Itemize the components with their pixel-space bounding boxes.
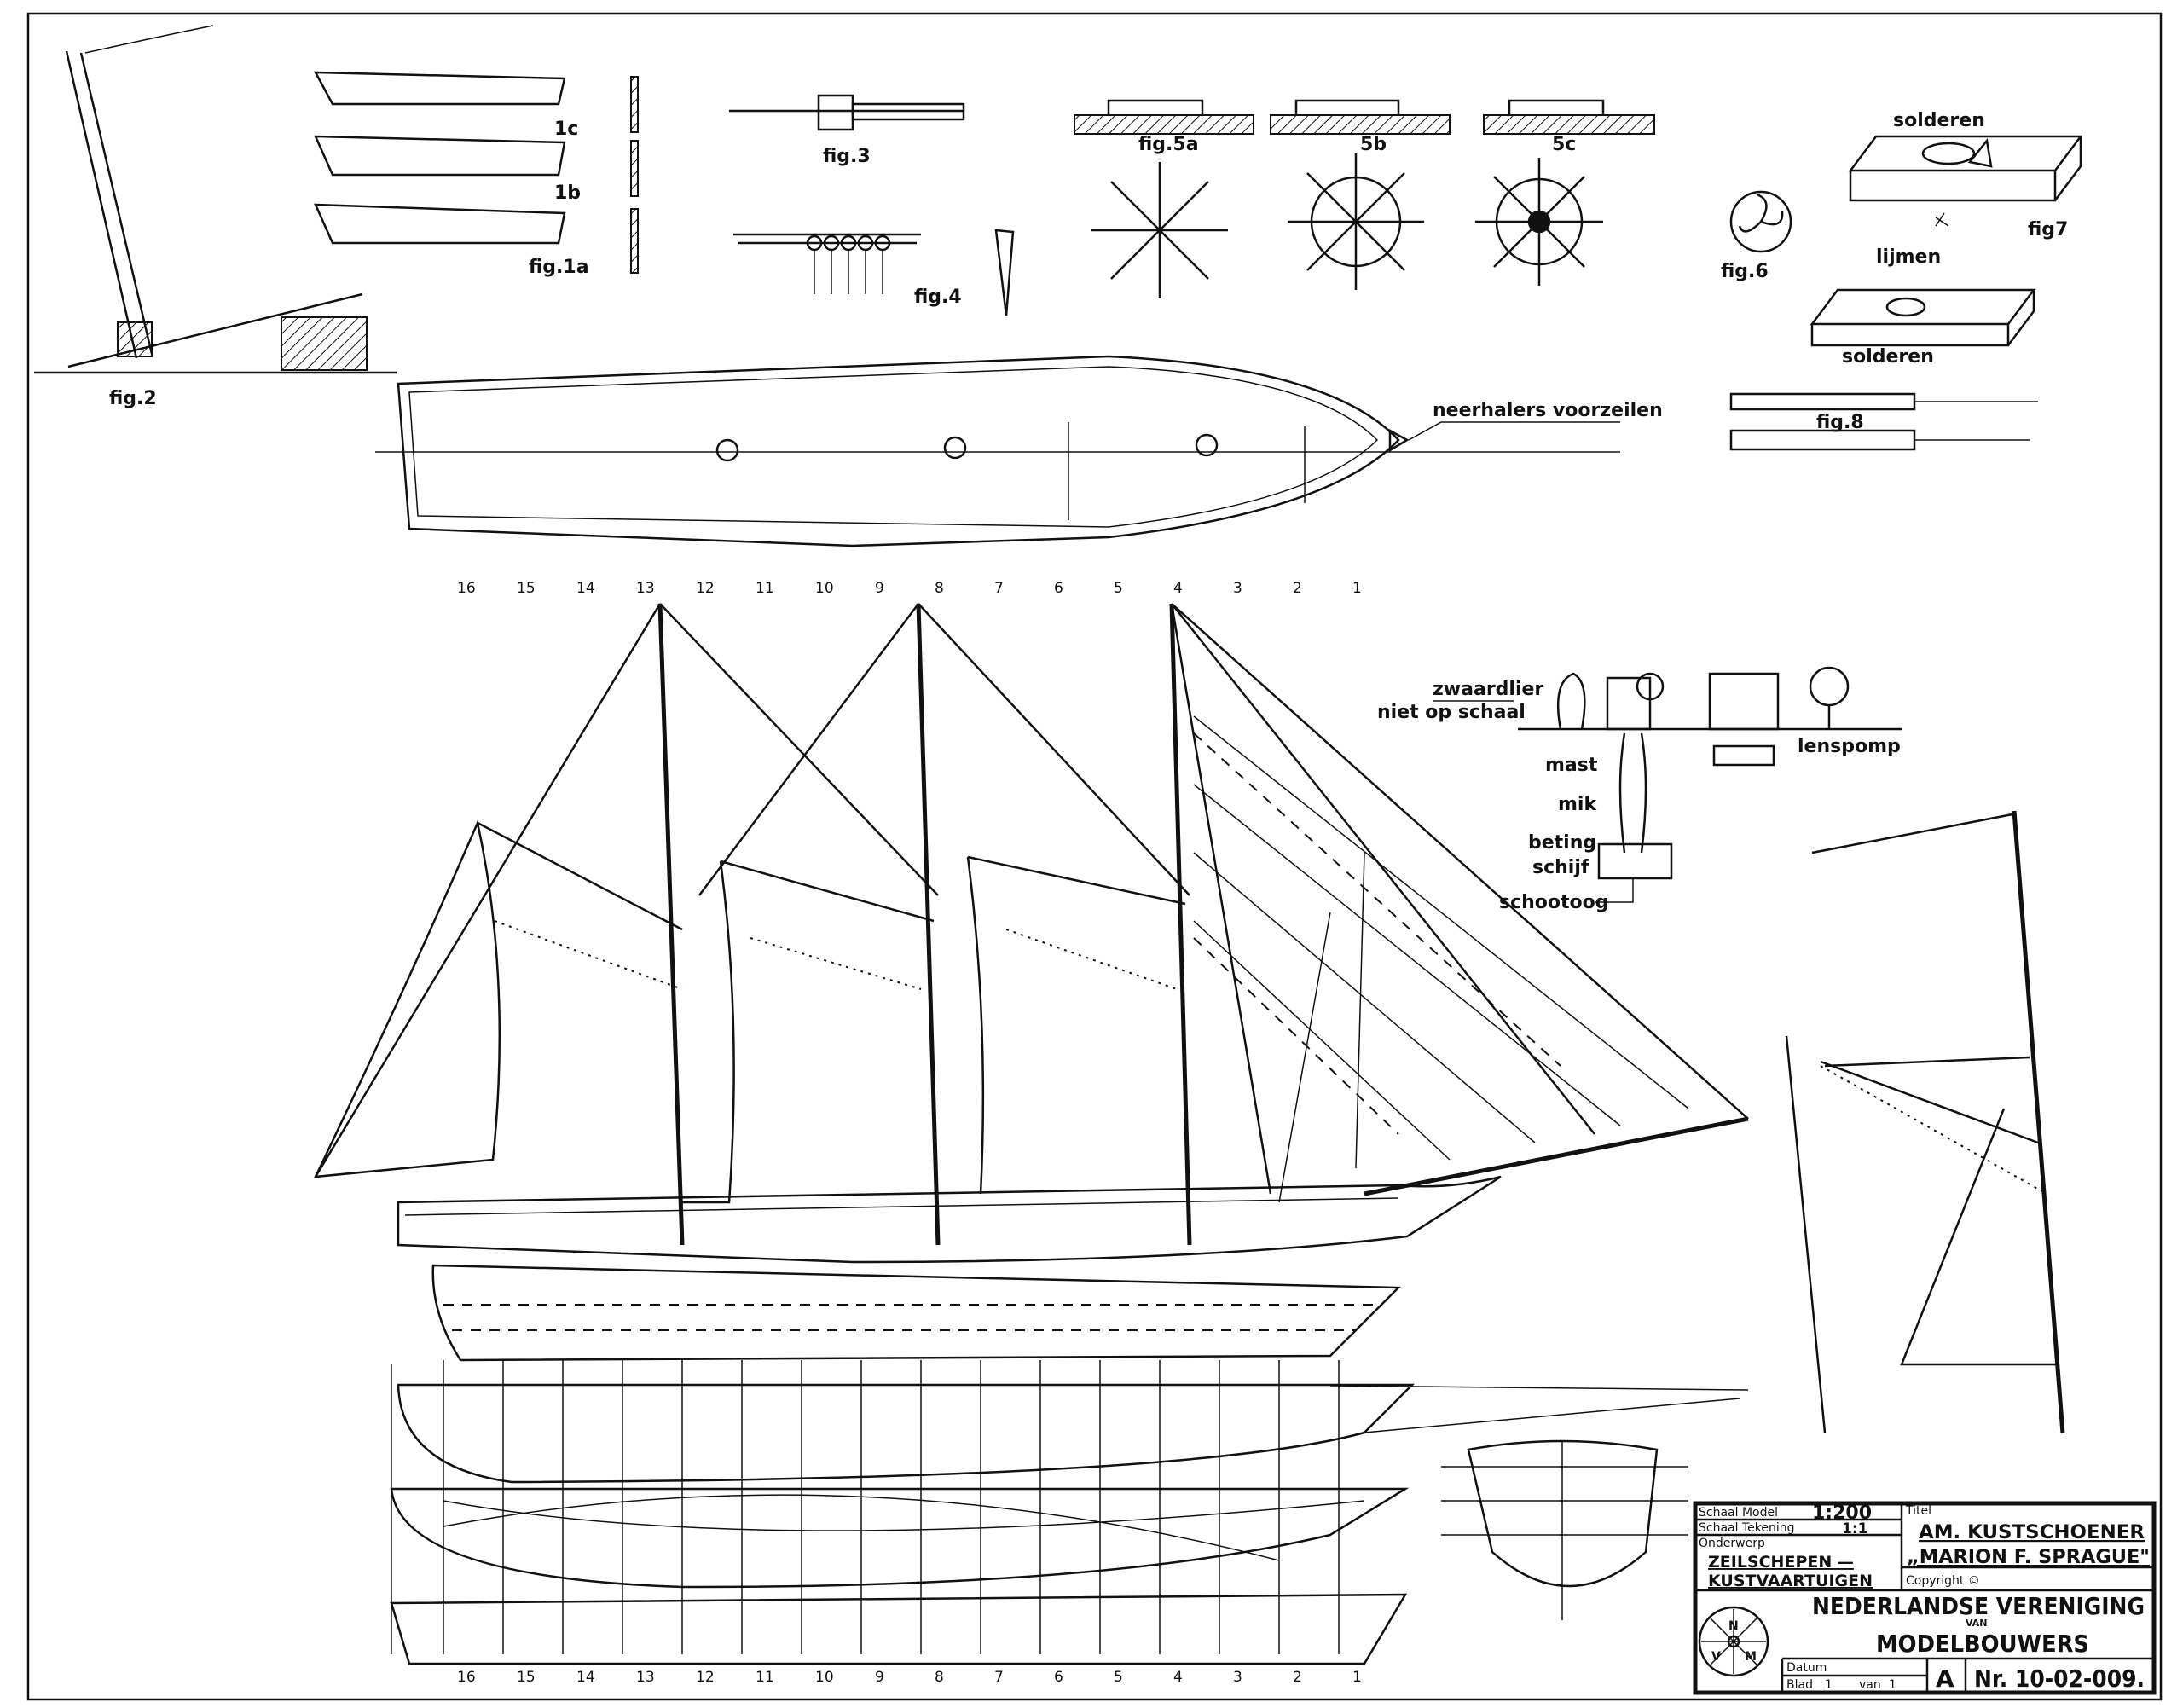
fig1c-label: 1c xyxy=(554,119,578,140)
mast-label: mast xyxy=(1545,755,1598,776)
fig5b-label: 5b xyxy=(1360,134,1387,155)
fig4-label: fig.4 xyxy=(914,287,962,308)
fig6-label: fig.6 xyxy=(1721,261,1769,282)
fig2-label: fig.2 xyxy=(109,388,157,409)
onderwerp-label: Onderwerp xyxy=(1699,1537,1765,1550)
lijmen-label: lijmen xyxy=(1876,246,1941,268)
fig5a-label: fig.5a xyxy=(1138,134,1199,155)
station-label: 14 xyxy=(576,1669,595,1686)
station-label: 15 xyxy=(517,580,536,597)
station-label: 4 xyxy=(1173,1669,1183,1686)
station-marks-bottom: 16 15 14 13 12 11 10 9 8 7 6 5 4 3 2 1 xyxy=(457,1669,1362,1686)
fig5c-label: 5c xyxy=(1552,134,1576,155)
drawing-number: Nr. 10-02-009. xyxy=(1974,1665,2145,1693)
deck-fittings-detail: zwaardlier niet op schaal lenspomp mast … xyxy=(1377,666,1902,913)
blad-label: Blad xyxy=(1786,1678,1813,1692)
onderwerp-line1: ZEILSCHEPEN — xyxy=(1708,1553,1854,1572)
lenspomp-label: lenspomp xyxy=(1798,736,1901,757)
station-label: 7 xyxy=(994,580,1004,597)
station-label: 12 xyxy=(696,580,715,597)
fig8-label: fig.8 xyxy=(1816,412,1864,433)
station-label: 3 xyxy=(1233,580,1242,597)
fig5-details: fig.5a 5b 5c xyxy=(1074,99,1655,298)
fig7-detail: solderen fig7 lijmen solderen xyxy=(1810,110,2083,368)
nvm-logo: N V M xyxy=(1698,1606,1769,1677)
station-label: 8 xyxy=(935,1669,944,1686)
fig1a-label: fig.1a xyxy=(529,257,589,278)
org-name-line1: NEDERLANDSE VERENIGING xyxy=(1812,1592,2145,1620)
station-label: 15 xyxy=(517,1669,536,1686)
schaal-model-value: 1:200 xyxy=(1812,1502,1872,1524)
sheet-border xyxy=(26,12,2163,1701)
station-label: 14 xyxy=(576,580,595,597)
station-label: 2 xyxy=(1293,1669,1302,1686)
titel-line1: AM. KUSTSCHOENER xyxy=(1919,1522,2145,1543)
beting-label: beting xyxy=(1528,832,1596,854)
neerhalers-label: neerhalers voorzeilen xyxy=(1433,400,1663,421)
org-name-line2: MODELBOUWERS xyxy=(1876,1630,2089,1658)
mik-label: mik xyxy=(1558,794,1597,815)
station-label: 3 xyxy=(1233,1669,1242,1686)
fig7-label: fig7 xyxy=(2028,219,2068,240)
station-label: 1 xyxy=(1352,1669,1362,1686)
station-label: 16 xyxy=(457,580,476,597)
solderen-top-label: solderen xyxy=(1893,110,1985,131)
solderen-bottom-label: solderen xyxy=(1842,346,1934,368)
station-label: 7 xyxy=(994,1669,1004,1686)
fig3-label: fig.3 xyxy=(823,146,871,167)
org-name-van: VAN xyxy=(1966,1618,1988,1629)
station-label: 10 xyxy=(815,1669,834,1686)
title-block: Schaal Model 1:200 Schaal Tekening 1:1 O… xyxy=(1693,1501,2157,1695)
sail-plan xyxy=(313,603,1749,1362)
station-label: 11 xyxy=(756,580,774,597)
fig6-detail: fig.6 xyxy=(1721,190,1792,282)
logo-m: M xyxy=(1745,1650,1757,1664)
station-label: 9 xyxy=(875,1669,884,1686)
station-label: 13 xyxy=(636,1669,655,1686)
schaal-tekening-label: Schaal Tekening xyxy=(1699,1521,1795,1535)
fig1-details: 1c 1b fig.1a xyxy=(313,71,639,278)
schaal-model-label: Schaal Model xyxy=(1699,1506,1778,1520)
onderwerp-line2: KUSTVAARTUIGEN xyxy=(1708,1572,1873,1590)
niet-op-schaal-label: niet op schaal xyxy=(1377,702,1526,723)
deck-plan: neerhalers voorzeilen xyxy=(375,355,1663,547)
station-label: 13 xyxy=(636,580,655,597)
fig3-detail: fig.3 xyxy=(729,94,965,167)
station-label: 5 xyxy=(1114,580,1123,597)
station-label: 11 xyxy=(756,1669,774,1686)
station-label: 1 xyxy=(1352,580,1362,597)
titel-label: Titel xyxy=(1905,1504,1931,1518)
station-marks-top: 16 15 14 13 12 11 10 9 8 7 6 5 4 3 2 1 xyxy=(457,580,1362,597)
fig1b-label: 1b xyxy=(554,182,581,204)
station-label: 9 xyxy=(875,580,884,597)
datum-label: Datum xyxy=(1786,1661,1827,1675)
fig2-detail: fig.2 xyxy=(34,25,397,409)
titel-line2: „MARION F. SPRAGUE" xyxy=(1907,1547,2150,1568)
lines-plan xyxy=(390,1360,1749,1665)
station-label: 12 xyxy=(696,1669,715,1686)
station-label: 16 xyxy=(457,1669,476,1686)
station-label: 2 xyxy=(1293,580,1302,597)
logo-v: V xyxy=(1711,1650,1721,1664)
format-value: A xyxy=(1936,1665,1954,1693)
schootoog-label: schootoog xyxy=(1499,892,1609,913)
station-label: 8 xyxy=(935,580,944,597)
blad-value: 1 xyxy=(1825,1678,1833,1692)
zwaardlier-label: zwaardlier xyxy=(1433,679,1543,700)
van-value: 1 xyxy=(1889,1678,1896,1692)
copyright-label: Copyright © xyxy=(1906,1574,1980,1588)
station-label: 4 xyxy=(1173,580,1183,597)
schijf-label: schijf xyxy=(1532,857,1589,878)
schaal-tekening-value: 1:1 xyxy=(1842,1520,1867,1537)
station-label: 10 xyxy=(815,580,834,597)
station-label: 6 xyxy=(1054,1669,1063,1686)
fig4-detail: fig.4 xyxy=(733,229,1015,316)
logo-n: N xyxy=(1728,1619,1739,1633)
fig8-detail: fig.8 xyxy=(1729,392,2038,451)
mast-rigging-detail xyxy=(1785,810,2065,1434)
station-label: 5 xyxy=(1114,1669,1123,1686)
van-label: van xyxy=(1859,1678,1881,1692)
station-label: 6 xyxy=(1054,580,1063,597)
